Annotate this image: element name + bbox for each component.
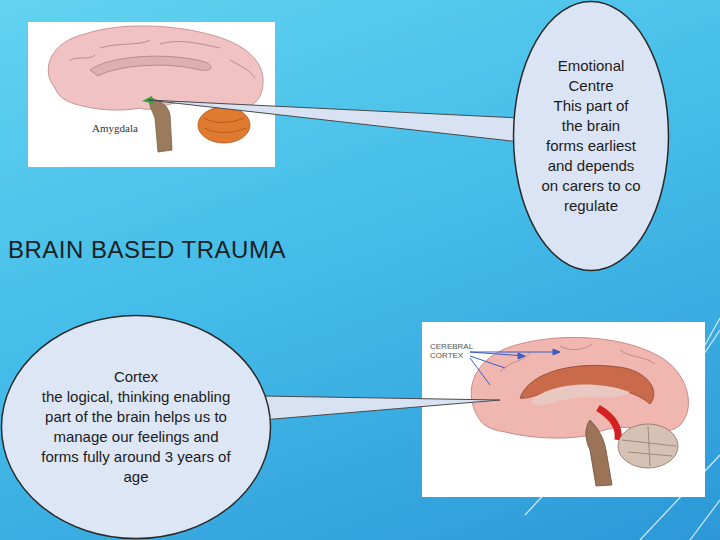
slide-title: BRAIN BASED TRAUMA xyxy=(8,236,408,264)
callout-oval: Cortexthe logical, thinking enabling par… xyxy=(0,314,272,540)
brain-image-cortex xyxy=(422,322,705,497)
callout-heading: Cortex xyxy=(41,367,231,387)
part-label: Amygdala xyxy=(92,122,162,134)
oval-outline xyxy=(512,0,670,272)
callout-body: the logical, thinking enabling part of t… xyxy=(41,387,231,487)
part-label: CEREBRAL CORTEX xyxy=(430,342,474,360)
oval-content: Emotional CentreThis part of the brain f… xyxy=(512,0,670,272)
brain-image-amygdala xyxy=(28,22,275,167)
oval-outline xyxy=(0,314,272,540)
callout-heading: Emotional Centre xyxy=(541,56,641,96)
callout-oval: Emotional CentreThis part of the brain f… xyxy=(512,0,670,272)
oval-content: Cortexthe logical, thinking enabling par… xyxy=(0,314,272,540)
callout-body: This part of the brain forms earliest an… xyxy=(541,96,641,216)
